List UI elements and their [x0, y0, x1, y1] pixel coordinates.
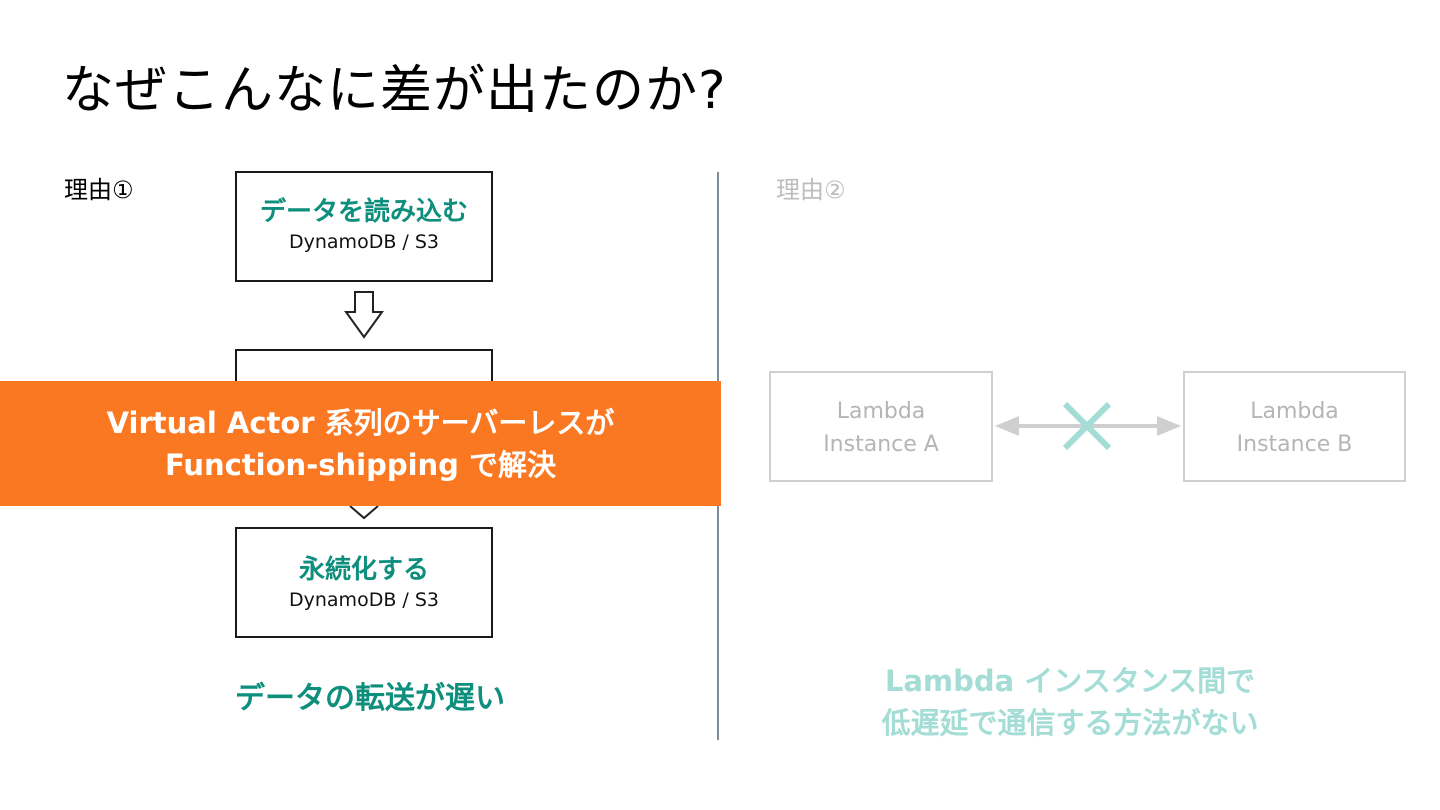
right-conclusion-line-1: Lambda インスタンス間で	[884, 664, 1256, 698]
lambda-instance-b-box: Lambda Instance B	[1183, 371, 1406, 482]
down-arrow-icon-2	[349, 505, 379, 520]
lambda-a-line-1: Lambda	[836, 399, 926, 424]
flow-step-persist-title: 永続化する	[298, 555, 429, 585]
banner-line-1: Virtual Actor 系列のサーバーレスが	[106, 406, 615, 440]
flow-step-read-sub: DynamoDB / S3	[289, 231, 439, 253]
flow-step-persist: 永続化する DynamoDB / S3	[235, 527, 493, 638]
lambda-b-line-2: Instance B	[1236, 432, 1353, 457]
solution-banner: Virtual Actor 系列のサーバーレスが Function-shippi…	[0, 381, 721, 506]
lambda-a-line-2: Instance A	[823, 432, 939, 457]
lambda-b-line-1: Lambda	[1250, 399, 1339, 424]
right-conclusion-line-2: 低遅延で通信する方法がない	[881, 706, 1259, 740]
banner-line-2: Function-shipping で解決	[164, 448, 557, 482]
reason-1-heading: 理由①	[64, 176, 134, 204]
right-conclusion: Lambda インスタンス間で 低遅延で通信する方法がない	[820, 660, 1320, 744]
flow-step-read-title: データを読み込む	[259, 197, 468, 227]
slide-title: なぜこんなに差が出たのか?	[62, 61, 727, 121]
reason-2-heading: 理由②	[776, 176, 846, 204]
lambda-instance-a-box: Lambda Instance A	[769, 371, 993, 482]
blocked-connection-icon	[995, 401, 1181, 451]
down-arrow-icon	[344, 291, 384, 339]
flow-step-persist-sub: DynamoDB / S3	[289, 589, 439, 611]
flow-step-read: データを読み込む DynamoDB / S3	[235, 171, 493, 282]
left-conclusion: データの転送が遅い	[235, 681, 505, 716]
